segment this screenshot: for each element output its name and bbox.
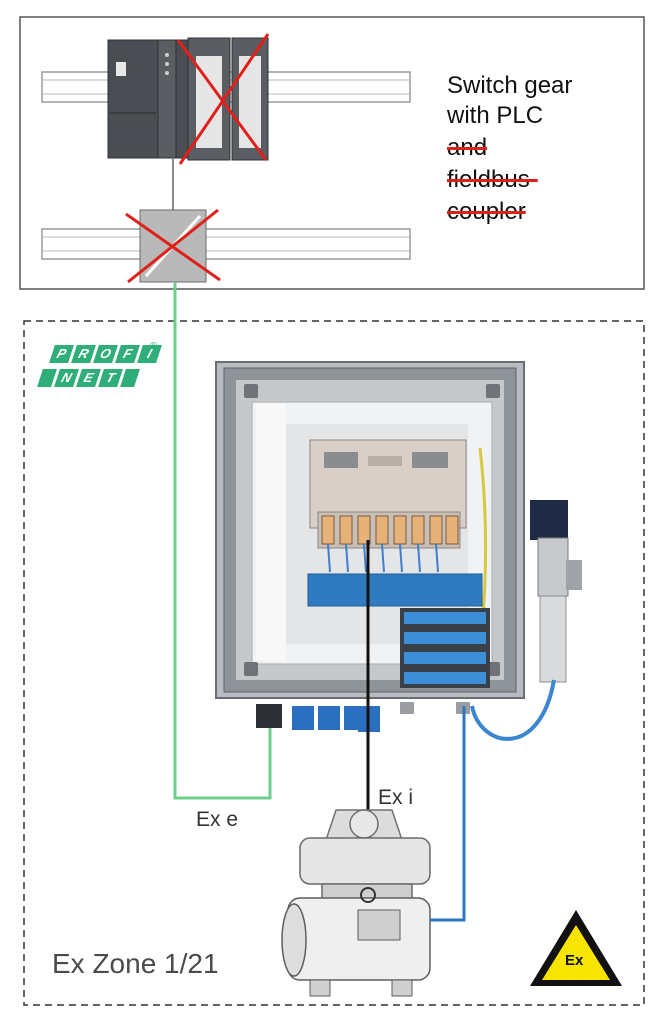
logo-block [120,369,140,387]
switchgear-label-line-1: Switch gear [447,72,573,99]
ex-warning-icon [530,910,622,986]
profinet-logo: P R O F I N E T ® [37,341,168,397]
label-ex-e: Ex e [196,808,239,831]
switchgear-label-line-4: fieldbus- [447,166,538,193]
switchgear-label-line-2: with PLC [447,102,544,129]
switchgear-label-line-3: and [447,134,488,161]
label-ex-i: Ex i [378,786,414,809]
logo-letter: P [49,345,74,363]
warning-label: Ex [565,952,584,969]
logo-letter: E [76,369,101,387]
ex-zone-boundary [23,320,645,1006]
valve-actuator [281,809,431,997]
logo-letter: R [71,345,96,363]
module-wires [327,447,488,631]
din-rail-lower [41,228,411,260]
cable-glands [256,702,470,732]
cable-ex-e [173,282,272,800]
pneumatic-hose [470,679,556,741]
zone-label: Ex Zone 1/21 [52,948,219,979]
switchgear-label-line-5: coupler [447,198,526,225]
terminal-block-row [400,608,490,688]
cable-duct [307,573,483,607]
logo-letter: F [115,345,140,363]
registered-mark: ® [150,341,158,352]
logo-letter: O [93,345,118,363]
solenoid-valve [530,500,582,683]
plc-module [107,39,189,159]
cross-out-mark-barrier [125,208,221,284]
logo-letter: N [54,369,79,387]
coupler-modules [187,37,269,161]
logo-letter: T [98,369,123,387]
terminal-connectors [321,515,459,545]
cross-out-mark-coupler [176,33,270,165]
